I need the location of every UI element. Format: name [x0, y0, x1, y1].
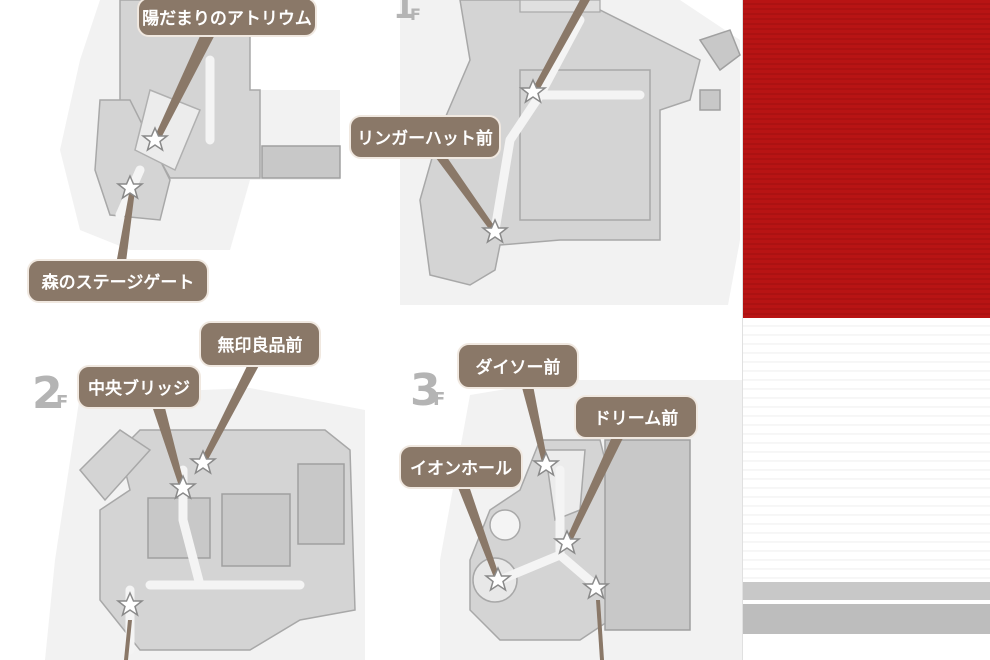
- leader-bottom-spot: [596, 600, 604, 660]
- star-icon[interactable]: [518, 78, 548, 104]
- leader-muji: [200, 360, 262, 465]
- side-panel-body: [743, 318, 990, 580]
- callout-label: イオンホール: [410, 459, 512, 479]
- star-icon[interactable]: [531, 451, 561, 477]
- side-panel-bar: [743, 582, 990, 600]
- parking-block: [604, 439, 691, 631]
- floor-2-number: 2: [32, 368, 63, 419]
- walkway: [490, 15, 645, 235]
- callout-label: 中央ブリッジ: [88, 378, 190, 399]
- callout-atrium[interactable]: 陽だまりのアトリウム: [137, 0, 317, 37]
- star-icon[interactable]: [483, 566, 513, 592]
- callout-label: ダイソー前: [476, 357, 561, 378]
- floor-map: 1 F 2 F 3 F: [27, 0, 742, 660]
- store-block: [698, 29, 741, 72]
- store-block: [297, 463, 345, 545]
- side-panel-footer: [743, 634, 990, 660]
- floor-1-number: 1: [393, 0, 415, 26]
- callout-label: 陽だまりのアトリウム: [142, 9, 312, 29]
- callout-label: リンガーハット前: [357, 128, 493, 149]
- star-icon[interactable]: [552, 529, 582, 555]
- star-icon[interactable]: [115, 174, 145, 200]
- atrium-area: [134, 88, 201, 172]
- leader-central-bridge: [150, 400, 185, 489]
- floor-3-unit: F: [433, 389, 445, 410]
- star-icon[interactable]: [168, 474, 198, 500]
- star-icon[interactable]: [581, 574, 611, 600]
- callout-central-bridge[interactable]: 中央ブリッジ: [77, 365, 201, 409]
- leader-forest-gate: [115, 188, 135, 270]
- building-block: [94, 99, 171, 221]
- leader-dream: [565, 430, 627, 545]
- callout-label: 森のステージゲート: [42, 272, 195, 293]
- leader-top-spot: [532, 0, 590, 92]
- side-panel: [742, 0, 990, 660]
- leader-bottom-left-spot: [124, 620, 132, 660]
- parking-block: [261, 145, 341, 179]
- leader-ringer-hut: [430, 150, 497, 233]
- callout-ringer-hut[interactable]: リンガーハット前: [349, 115, 501, 159]
- side-panel-banner: [743, 0, 990, 318]
- floor-1-unit: F: [410, 5, 421, 24]
- callout-label: ドリーム前: [594, 408, 679, 429]
- callout-daiso[interactable]: ダイソー前: [457, 343, 579, 389]
- store-block: [699, 89, 721, 111]
- star-icon[interactable]: [188, 449, 218, 475]
- star-icon[interactable]: [480, 218, 510, 244]
- callout-label: 無印良品前: [218, 335, 303, 356]
- star-icon[interactable]: [115, 591, 145, 617]
- bridge-block: [78, 429, 152, 502]
- spot-callouts: 陽だまりのアトリウム 森のステージゲート リンガーハット前 中央ブリッジ 無印良…: [27, 0, 698, 489]
- store-block: [221, 493, 291, 567]
- callout-aeon-hall[interactable]: イオンホール: [399, 445, 523, 489]
- hall-dome: [489, 509, 521, 541]
- side-panel-bar: [743, 604, 990, 634]
- leader-aeon-hall: [455, 480, 500, 580]
- floor-2-unit: F: [56, 392, 68, 413]
- second-floor-map: 2 F: [32, 368, 365, 660]
- spot-markers: [115, 78, 611, 617]
- floor-3-number: 3: [410, 365, 441, 416]
- callout-dream[interactable]: ドリーム前: [574, 395, 698, 439]
- leader-lines: [115, 0, 627, 660]
- callout-muji[interactable]: 無印良品前: [199, 321, 321, 367]
- callout-forest-gate[interactable]: 森のステージゲート: [27, 259, 209, 303]
- star-icon[interactable]: [140, 126, 170, 152]
- leader-atrium: [154, 25, 220, 140]
- leader-daiso: [520, 380, 548, 466]
